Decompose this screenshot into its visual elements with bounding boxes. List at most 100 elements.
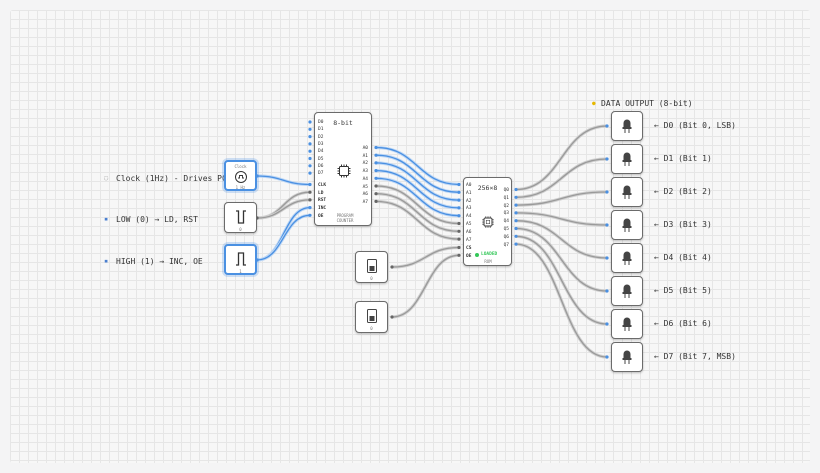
counter-pin-a7[interactable]: A7 (362, 199, 368, 205)
rom-pin-q4[interactable]: Q4 (503, 219, 509, 225)
rom-pin-q7[interactable]: Q7 (503, 242, 509, 248)
pin-dot[interactable] (308, 127, 312, 131)
wire-20[interactable] (515, 227, 608, 292)
rom-pin-q3[interactable]: Q3 (503, 211, 509, 217)
rom-pin-a6[interactable]: A6 (466, 229, 472, 235)
pin-dot[interactable] (457, 206, 461, 210)
wire-13[interactable] (391, 246, 460, 268)
pin-dot[interactable] (457, 214, 461, 218)
pin-dot[interactable] (605, 256, 609, 260)
output-led-d7[interactable] (611, 342, 643, 372)
counter-pin-d1[interactable]: D1 (318, 127, 324, 133)
pin-dot[interactable] (374, 169, 378, 173)
wire-5[interactable] (375, 146, 460, 186)
counter-pin-clk[interactable]: CLK (318, 183, 327, 188)
rom-pin-q2[interactable]: Q2 (503, 203, 509, 209)
pin-dot[interactable] (457, 245, 461, 250)
pin-dot[interactable] (457, 182, 461, 187)
counter-pin-ld[interactable]: LD (318, 190, 324, 196)
output-led-d3[interactable] (611, 210, 643, 240)
wire-16[interactable] (515, 158, 608, 198)
counter-pin-d4[interactable]: D4 (318, 149, 324, 155)
rom-pin-a7[interactable]: A7 (466, 237, 472, 243)
pin-dot[interactable] (605, 289, 609, 293)
pin-dot[interactable] (605, 157, 609, 161)
counter-pin-d6[interactable]: D6 (318, 163, 324, 169)
counter-pin-a4[interactable]: A4 (362, 176, 368, 182)
wire-22[interactable] (515, 243, 608, 358)
pin-dot[interactable] (457, 190, 461, 194)
pin-dot[interactable] (514, 242, 518, 246)
wire-12[interactable] (375, 200, 460, 240)
pin-dot[interactable] (457, 221, 461, 226)
wire-11[interactable] (375, 193, 460, 232)
rom-pin-q1[interactable]: Q1 (503, 195, 509, 201)
wire-9[interactable] (375, 177, 460, 217)
pin-dot[interactable] (308, 190, 312, 194)
low-constant[interactable]: 0 (224, 202, 257, 233)
circuit-canvas[interactable] (10, 10, 810, 463)
counter-pin-d2[interactable]: D2 (318, 134, 324, 140)
pin-dot[interactable] (605, 223, 609, 227)
pin-dot[interactable] (374, 145, 378, 150)
output-led-d2[interactable] (611, 177, 643, 207)
pin-dot[interactable] (374, 161, 378, 165)
pin-dot[interactable] (605, 322, 609, 326)
wire-21[interactable] (515, 235, 608, 325)
pin-dot[interactable] (390, 265, 394, 269)
pin-dot[interactable] (605, 124, 609, 128)
wire-19[interactable] (515, 220, 608, 259)
pin-dot[interactable] (514, 234, 518, 238)
rom-pin-a5[interactable]: A5 (466, 222, 472, 227)
pin-dot[interactable] (308, 171, 312, 175)
pin-dot[interactable] (514, 226, 518, 231)
pin-dot[interactable] (457, 253, 461, 257)
pin-dot[interactable] (374, 192, 378, 196)
counter-pin-d0[interactable]: D0 (318, 120, 324, 125)
wire-6[interactable] (375, 154, 460, 193)
pin-dot[interactable] (457, 198, 461, 202)
output-led-d0[interactable] (611, 111, 643, 141)
counter-pin-rst[interactable]: RST (318, 198, 327, 204)
pin-dot[interactable] (308, 206, 312, 210)
counter-pin-inc[interactable]: INC (318, 206, 327, 212)
wire-2[interactable] (256, 199, 311, 219)
rom-pin-a0[interactable]: A0 (466, 183, 472, 188)
rom-pin-q0[interactable]: Q0 (503, 188, 509, 193)
pin-dot[interactable] (514, 211, 518, 215)
pin-dot[interactable] (308, 182, 312, 187)
clock-component[interactable]: Clock 1 Hz (224, 160, 257, 191)
counter-pin-oe[interactable]: OE (318, 213, 324, 219)
pin-dot[interactable] (457, 237, 461, 241)
pin-dot[interactable] (514, 187, 518, 192)
pin-dot[interactable] (374, 184, 378, 188)
rom-pin-q6[interactable]: Q6 (503, 234, 509, 240)
wire-17[interactable] (515, 191, 608, 206)
rom-pin-cs[interactable]: CS (466, 246, 472, 251)
wire-15[interactable] (515, 125, 608, 191)
counter-pin-d5[interactable]: D5 (318, 156, 324, 162)
pin-dot[interactable] (514, 219, 518, 223)
wire-10[interactable] (375, 185, 460, 225)
counter-pin-a6[interactable]: A6 (362, 192, 368, 198)
pin-dot[interactable] (374, 199, 378, 203)
output-led-d1[interactable] (611, 144, 643, 174)
pin-dot[interactable] (308, 198, 312, 202)
oe-switch[interactable]: 0 (355, 301, 388, 333)
wire-7[interactable] (375, 162, 460, 201)
wire-14[interactable] (391, 254, 460, 318)
pin-dot[interactable] (390, 315, 394, 319)
wire-1[interactable] (256, 191, 311, 219)
counter-pin-a2[interactable]: A2 (362, 161, 368, 167)
wire-4[interactable] (256, 214, 311, 261)
pin-dot[interactable] (308, 120, 312, 124)
pin-dot[interactable] (514, 203, 518, 207)
counter-pin-a5[interactable]: A5 (362, 184, 368, 190)
counter-pin-a3[interactable]: A3 (362, 169, 368, 175)
pin-dot[interactable] (514, 195, 518, 199)
high-constant[interactable]: 1 (224, 244, 257, 275)
rom-pin-a4[interactable]: A4 (466, 214, 472, 220)
pin-dot[interactable] (374, 176, 378, 180)
pin-dot[interactable] (308, 213, 312, 217)
